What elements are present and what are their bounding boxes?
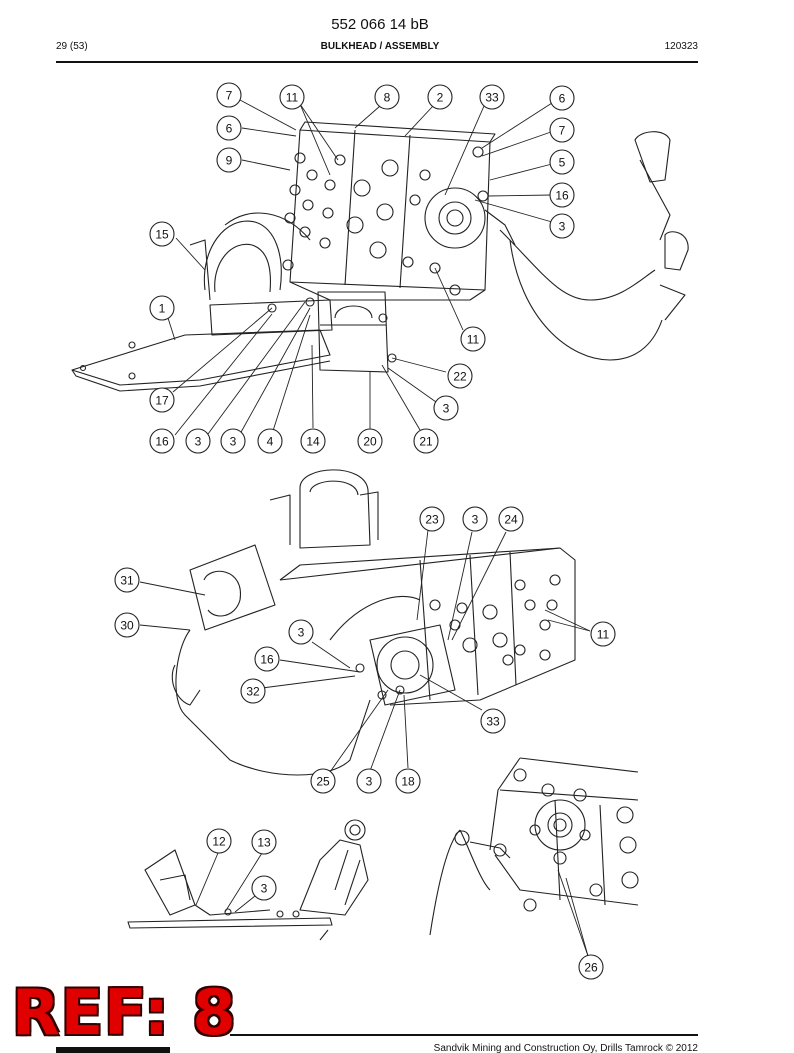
callout-view1-20: 3	[220, 428, 246, 454]
callout-label: 1	[159, 302, 166, 316]
callout-label: 25	[316, 775, 330, 789]
page-title: BULKHEAD / ASSEMBLY	[320, 41, 440, 52]
callout-view1-12: 15	[149, 221, 175, 247]
callout-label: 3	[230, 435, 237, 449]
callout-label: 7	[226, 89, 233, 103]
view3-small-assembly-drawing	[127, 819, 369, 941]
callout-label: 33	[485, 91, 499, 105]
callout-view2-10: 25	[310, 768, 336, 794]
callout-label: 13	[257, 836, 271, 850]
callout-view2-12: 18	[395, 768, 421, 794]
header-rule	[56, 61, 698, 63]
callout-label: 12	[212, 835, 226, 849]
view4-detail-drawing	[429, 757, 639, 957]
callout-view2-0: 23	[419, 506, 445, 532]
callout-view1-23: 20	[357, 428, 383, 454]
callout-label: 24	[504, 513, 518, 527]
callout-label: 5	[559, 156, 566, 170]
callout-label: 26	[584, 961, 598, 975]
callout-view1-22: 14	[300, 428, 326, 454]
callout-label: 18	[401, 775, 415, 789]
callout-label: 14	[306, 435, 320, 449]
callout-view2-6: 3	[288, 619, 314, 645]
document-number: 552 066 14 bB	[331, 16, 429, 33]
callout-label: 16	[260, 653, 274, 667]
callout-label: 16	[155, 435, 169, 449]
callout-view1-3: 2	[427, 84, 453, 110]
callout-view3-2: 3	[251, 875, 277, 901]
copyright-text: Sandvik Mining and Construction Oy, Dril…	[433, 1043, 698, 1053]
callout-label: 30	[120, 619, 134, 633]
callout-view2-8: 32	[240, 678, 266, 704]
callout-label: 3	[261, 882, 268, 896]
callout-label: 3	[195, 435, 202, 449]
callout-view2-5: 11	[590, 621, 616, 647]
callout-view1-24: 21	[413, 428, 439, 454]
callout-label: 32	[246, 685, 260, 699]
callout-view1-5: 6	[549, 85, 575, 111]
callout-view1-14: 11	[460, 326, 486, 352]
callout-label: 23	[425, 513, 439, 527]
callout-label: 3	[443, 402, 450, 416]
callout-label: 11	[286, 91, 299, 105]
callout-view1-13: 1	[149, 295, 175, 321]
callout-label: 6	[559, 92, 566, 106]
callout-label: 3	[366, 775, 373, 789]
callout-view1-17: 3	[433, 395, 459, 421]
footer-rule	[230, 1034, 698, 1036]
callout-view1-6: 6	[216, 115, 242, 141]
callout-label: 11	[597, 628, 610, 642]
view1-bulkhead-drawing	[71, 99, 689, 436]
callout-view4-0: 26	[578, 954, 604, 980]
callout-label: 20	[363, 435, 377, 449]
callout-label: 4	[267, 435, 274, 449]
callout-view1-11: 3	[549, 213, 575, 239]
callout-view1-15: 22	[447, 363, 473, 389]
callout-label: 3	[559, 220, 566, 234]
callout-view1-2: 8	[374, 84, 400, 110]
callout-view1-10: 16	[549, 182, 575, 208]
callout-view1-1: 11	[279, 84, 305, 110]
callout-view2-2: 24	[498, 506, 524, 532]
callout-label: 8	[384, 91, 391, 105]
callout-view2-4: 30	[114, 612, 140, 638]
callout-view1-19: 3	[185, 428, 211, 454]
view2-bulkhead-drawing	[139, 469, 591, 776]
callout-view2-9: 33	[480, 708, 506, 734]
callout-view1-7: 7	[549, 117, 575, 143]
callout-label: 11	[467, 333, 480, 347]
callout-label: 3	[472, 513, 479, 527]
callout-view1-0: 7	[216, 82, 242, 108]
callout-view2-1: 3	[462, 506, 488, 532]
callout-label: 7	[559, 124, 566, 138]
callout-view1-9: 5	[549, 149, 575, 175]
callout-label: 3	[298, 626, 305, 640]
callout-label: 6	[226, 122, 233, 136]
callout-label: 2	[437, 91, 444, 105]
callout-label: 15	[155, 228, 169, 242]
callout-label: 33	[486, 715, 500, 729]
callout-view2-7: 16	[254, 646, 280, 672]
revision-code: 120323	[664, 41, 698, 52]
callout-view1-4: 33	[479, 84, 505, 110]
page-number: 29 (53)	[56, 41, 88, 52]
callout-view1-16: 17	[149, 387, 175, 413]
callout-view3-1: 13	[251, 829, 277, 855]
callout-view3-0: 12	[206, 828, 232, 854]
logo-fragment	[56, 1047, 170, 1053]
callout-label: 17	[155, 394, 169, 408]
callout-view1-18: 16	[149, 428, 175, 454]
callout-view1-8: 9	[216, 147, 242, 173]
callout-view2-11: 3	[356, 768, 382, 794]
callout-label: 22	[453, 370, 467, 384]
callout-label: 16	[555, 189, 569, 203]
callout-label: 31	[120, 574, 134, 588]
callout-view1-21: 4	[257, 428, 283, 454]
callout-view2-3: 31	[114, 567, 140, 593]
callout-label: 21	[419, 435, 433, 449]
ref-stamp: REF: 8	[12, 976, 237, 1049]
callout-label: 9	[226, 154, 233, 168]
